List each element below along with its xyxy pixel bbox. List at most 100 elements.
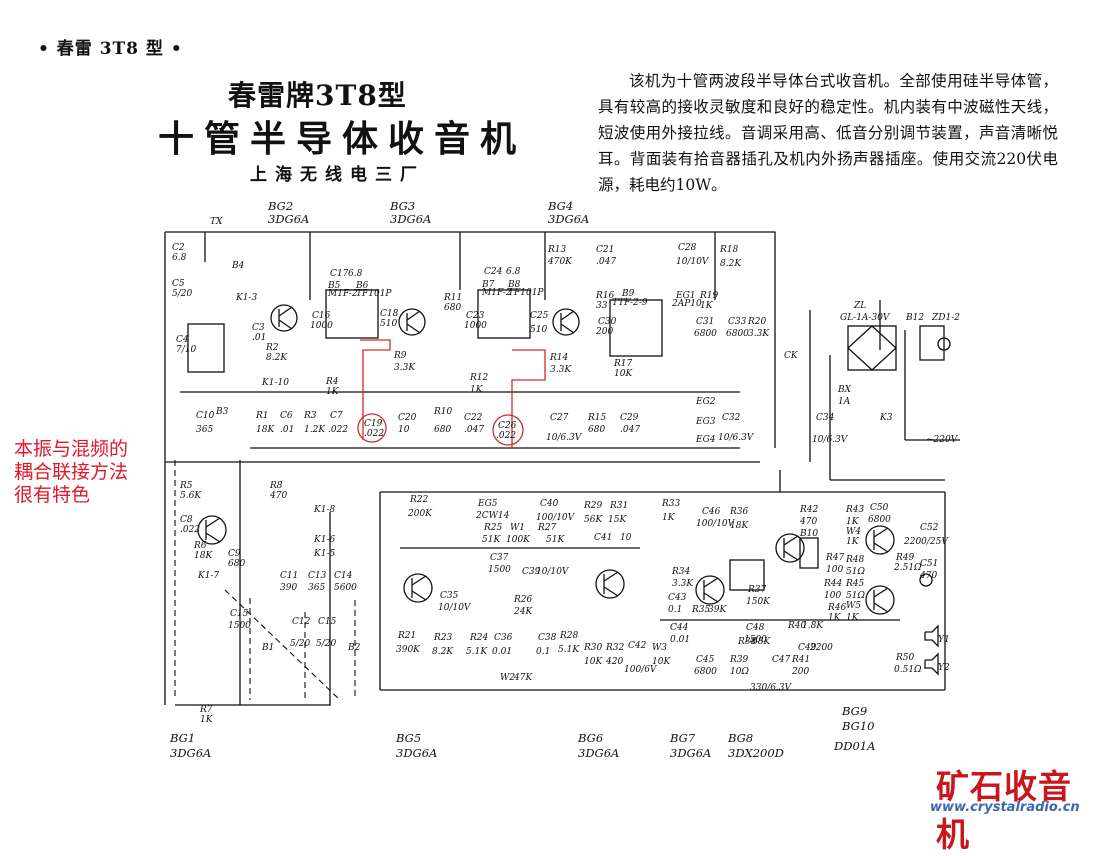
label-r45-value: 51Ω [846, 591, 865, 601]
label-r7: R7 [199, 705, 213, 715]
highlight-circle-c19 [357, 413, 387, 443]
bg1-ref: BG1 [169, 731, 195, 745]
label-r39: R39 [729, 655, 749, 665]
label-r6-value: 18K [194, 551, 213, 561]
label-bx: BX [837, 385, 852, 395]
svg-text:BG5: BG5 [395, 731, 421, 745]
svg-text:BG9: BG9 [841, 704, 867, 718]
label-c14: C14 [334, 571, 353, 581]
label-c21-value: .047 [596, 257, 616, 267]
label-c41: C41 [594, 533, 612, 543]
label-c44: C44 [670, 623, 689, 633]
label-c39-value: 10/10V [536, 567, 570, 577]
bg3-type: 3DG6A [390, 212, 431, 226]
label-b7-value: M1F-2 [481, 288, 512, 298]
label-zl: ZL [853, 301, 866, 311]
svg-text:BG3: BG3 [389, 199, 415, 213]
label-b4: B4 [231, 261, 245, 271]
label-b2: B2 [347, 643, 361, 653]
svg-text:BG2: BG2 [267, 199, 293, 213]
label-r42-value: 470 [799, 517, 817, 527]
bg9-ref: BG9 [841, 704, 867, 718]
label-zd: ZD1-2 [931, 313, 960, 323]
bg7-ref: BG7 [669, 731, 696, 745]
label-c37-value: 1500 [488, 565, 511, 575]
label-b5: B5 [327, 281, 341, 291]
label-c39: C39 [522, 567, 541, 577]
label-c16-value: 1000 [310, 321, 333, 331]
label-c23-value: 1000 [464, 321, 487, 331]
label-c35-value: 10/10V [438, 603, 472, 613]
label-tx: TX [210, 217, 223, 227]
label-c16: C16 [312, 311, 331, 321]
label-r27: R27 [537, 523, 557, 533]
label-c34-value: 10/6.3V [812, 435, 849, 445]
label-r33-value: 1K [662, 513, 676, 523]
label-c14-value: 5600 [334, 583, 357, 593]
label-b6: B6 [355, 281, 369, 291]
label-r3-value: 1.2K [304, 425, 326, 435]
label-c49: C49 [798, 643, 817, 653]
label-k1-8: K1-8 [313, 505, 335, 515]
label-r21-value: 390K [396, 645, 421, 655]
jack-icon [919, 573, 933, 587]
label-r49: R49 [895, 553, 915, 563]
label-b6-value: TF101P [356, 289, 392, 299]
label-r34: R34 [671, 567, 691, 577]
label-c52: C52 [920, 523, 939, 533]
transistor-bg10-symbol [865, 585, 895, 615]
label-c30: C30 [598, 317, 617, 327]
label-c9-value: 680 [228, 559, 245, 569]
highlight-circle-c26 [492, 414, 524, 446]
label-y1: Y1 [938, 635, 950, 645]
label-c24: C24 [484, 267, 503, 277]
label-w2-value: 47K [513, 673, 533, 683]
label-r41-value: 200 [791, 667, 809, 677]
label-eg1-value: 2AP10 [671, 299, 702, 309]
svg-text:BG7: BG7 [669, 731, 696, 745]
label-c48-value: 1500 [744, 635, 767, 645]
label-r12: R12 [469, 373, 489, 383]
label-r4-value: 1K [326, 387, 340, 397]
label-r23-value: 8.2K [432, 647, 454, 657]
if-transformer-b5-b6 [325, 289, 379, 339]
label-r6: R6 [193, 541, 207, 551]
label-r12-value: 1K [470, 385, 484, 395]
bridge-rectifier-zl [847, 325, 897, 371]
label-c50: C50 [870, 503, 889, 513]
label-k1-10: K1-10 [261, 378, 289, 388]
label-c26: C26 [498, 421, 517, 431]
bg8-ref: BG8 [727, 731, 753, 745]
svg-text:DD01A: DD01A [833, 739, 875, 753]
label-r34-value: 3.3K [672, 579, 694, 589]
label-w5: W5 [846, 601, 861, 611]
label-r23: R23 [433, 633, 453, 643]
label-r35: R35 [691, 605, 711, 615]
label-w4-value: 1K [846, 537, 860, 547]
label-r1-value: 18K [256, 425, 275, 435]
label-r5-value: 5.6K [180, 491, 202, 501]
label-c15: C15 [318, 617, 337, 627]
label-c8-value: .022 [180, 525, 200, 535]
label-r50: R50 [895, 653, 915, 663]
label-c4-value: 7/10 [176, 345, 196, 355]
label-eg5: EG5 [477, 499, 498, 509]
label-eg4: EG4 [695, 435, 716, 445]
bg8-type: 3DX200D [728, 746, 784, 760]
label-c10: C10 [196, 411, 215, 421]
label-r3: R3 [303, 411, 317, 421]
bg5-type: 3DG6A [396, 746, 437, 760]
label-c15b-value: 1500 [228, 621, 251, 631]
label-c35: C35 [440, 591, 459, 601]
label-r43-value: 1K [846, 517, 860, 527]
label-c47-value: 330/6.3V [750, 683, 793, 693]
label-r2-value: 8.2K [266, 353, 288, 363]
label-c13-value: 365 [308, 583, 325, 593]
svg-text:BG10: BG10 [841, 719, 874, 733]
label-r13-value: 470K [547, 257, 573, 267]
label-c46: C46 [702, 507, 721, 517]
label-c11: C11 [280, 571, 298, 581]
label-c3-value: .01 [252, 333, 266, 343]
bias-network [729, 559, 765, 591]
svg-text:3DG6A: 3DG6A [268, 212, 309, 226]
